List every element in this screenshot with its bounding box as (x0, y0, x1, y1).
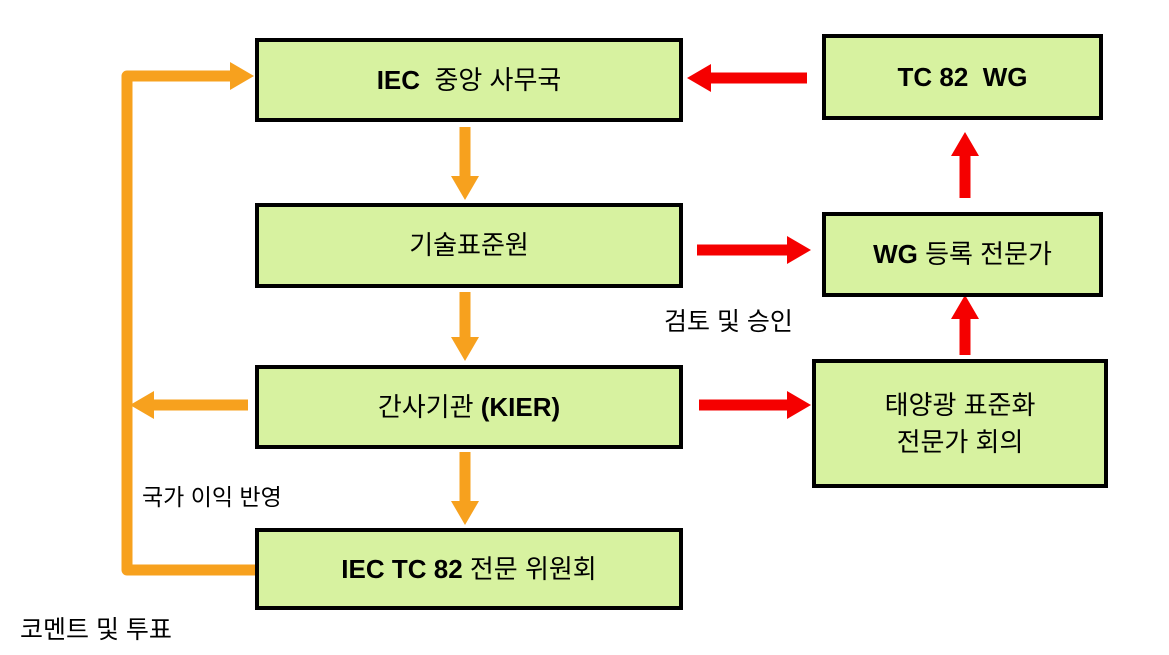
box-label-text: 태양광 표준화 전문가 회의 (884, 390, 1036, 457)
arrow-kier-to-pv-meeting (699, 391, 811, 419)
arrow-head (451, 501, 479, 525)
arrow-head (451, 337, 479, 361)
arrow-tc82wg-to-iec (687, 64, 807, 92)
arrow-wg-expert-to-tc82wg (951, 132, 979, 198)
box-tc82-wg: TC 82 WG (822, 34, 1103, 120)
box-label-text: 기술표준원 (409, 230, 529, 261)
box-label-bold: WG (873, 239, 918, 270)
box-label-text: 등록 전문가 (917, 239, 1052, 270)
box-iec-central-office: IEC 중앙 사무국 (255, 38, 683, 122)
arrow-head (951, 132, 979, 156)
arrow-head (451, 176, 479, 200)
box-iec-tc82-expert-committee: IEC TC 82 전문 위원회 (255, 528, 683, 610)
box-wg-registered-expert: WG 등록 전문가 (822, 212, 1103, 297)
arrow-kats-to-kier (451, 292, 479, 361)
label-national-interest: 국가 이익 반영 (142, 484, 282, 510)
box-label-bold: TC 82 WG (897, 61, 1028, 92)
box-label-bold: IEC (376, 64, 421, 95)
box-label-bold: IEC TC 82 (341, 553, 463, 584)
box-label-text: 중앙 사무국 (420, 64, 562, 95)
box-label-bold-suffix: (KIER) (480, 391, 561, 422)
arrow-head (230, 62, 254, 90)
arrow-head (787, 391, 811, 419)
arrow-head (687, 64, 711, 92)
box-secretariat-kier: 간사기관 (KIER) (255, 365, 683, 449)
box-kats: 기술표준원 (255, 203, 683, 288)
label-comment-vote: 코멘트 및 투표 (20, 616, 172, 644)
arrow-head (130, 391, 154, 419)
arrow-pv-meeting-to-wg-expert (951, 295, 979, 355)
arrow-head (951, 295, 979, 319)
arrow-head (787, 236, 811, 264)
box-pv-standardization-expert-meeting: 태양광 표준화 전문가 회의 (812, 359, 1108, 488)
arrow-iec-to-kats (451, 127, 479, 200)
label-review-approval: 검토 및 승인 (664, 308, 793, 336)
box-label-text: 전문 위원회 (462, 553, 597, 584)
box-label-text: 간사기관 (377, 391, 481, 422)
arrow-kier-to-loop (130, 391, 248, 419)
arrow-kier-to-committee (451, 452, 479, 525)
arrow-kats-to-wg-expert (697, 236, 811, 264)
